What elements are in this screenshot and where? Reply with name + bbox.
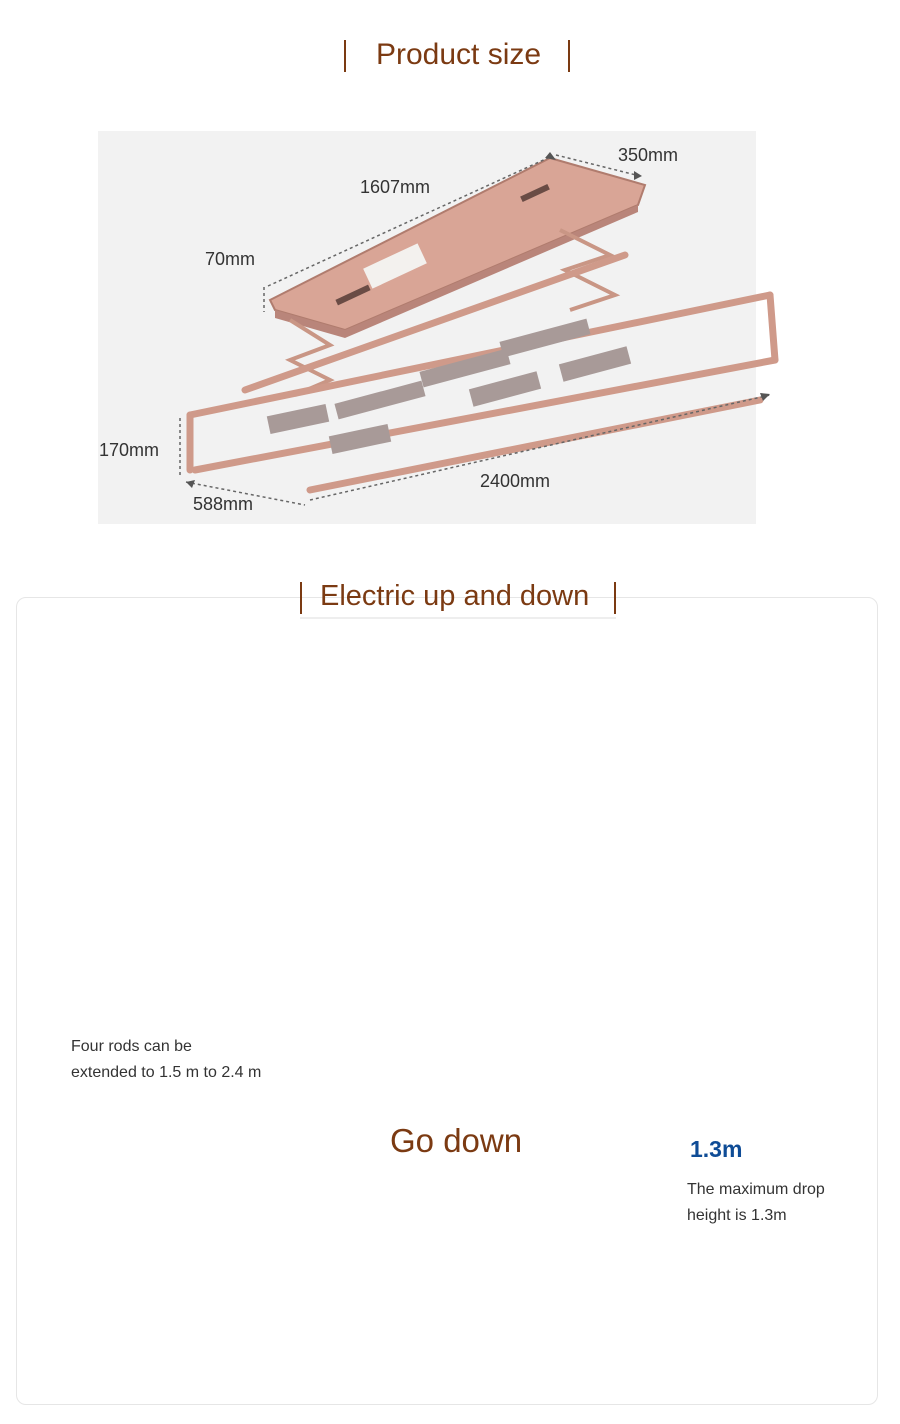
title-bar-right: [614, 582, 616, 614]
rack-rods: [186, 251, 779, 494]
section-title-product-size: Product size: [376, 38, 542, 71]
drop-caption-line1: The maximum drop: [687, 1181, 825, 1198]
dimension-width-top: 350mm: [618, 145, 679, 165]
title-bar-right: [568, 40, 570, 72]
drop-height-value: 1.3m: [690, 1136, 743, 1162]
go-down-label: Go down: [390, 1122, 523, 1159]
electric-card: [16, 597, 878, 1405]
dimension-lines: [179, 154, 771, 506]
dimension-rack-width: 588mm: [193, 494, 254, 514]
title-underline: [300, 617, 616, 619]
rods-caption-line2: extended to 1.5 m to 2.4 m: [71, 1064, 262, 1081]
drop-caption-line2: height is 1.3m: [687, 1207, 787, 1224]
dimension-rack-length: 2400mm: [480, 471, 551, 491]
title-bar-left: [344, 40, 346, 72]
dimension-thickness: 70mm: [205, 249, 256, 269]
clothes-pegs: [266, 318, 632, 455]
drying-rack-top-unit: [268, 156, 647, 338]
title-bar-left: [300, 582, 302, 614]
dimension-arrowheads: [186, 152, 770, 488]
rods-caption-line1: Four rods can be: [71, 1038, 192, 1055]
dimension-length-top: 1607mm: [360, 177, 431, 197]
dimension-rack-height: 170mm: [99, 440, 160, 460]
section-title-electric: Electric up and down: [320, 580, 590, 612]
